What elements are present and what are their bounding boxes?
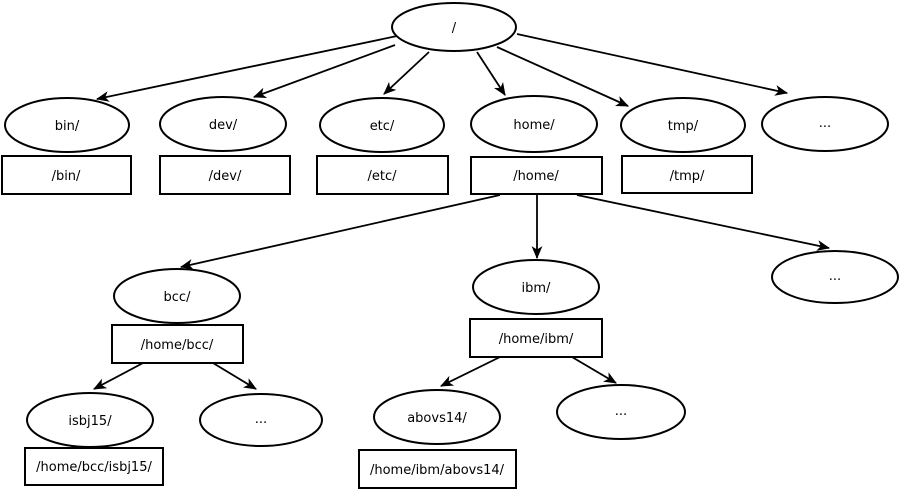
root-ellipsis-label: ... (819, 116, 831, 131)
home-ellipse (470, 95, 598, 153)
bcc-path-label: /home/bcc/ (141, 338, 214, 353)
pathbox-bin: /bin/ (1, 155, 132, 195)
node-root-ellipsis: ... (761, 96, 889, 152)
edge-root-tmp (496, 46, 629, 107)
etc-path-box (316, 155, 449, 195)
node-root: / (391, 2, 517, 52)
bin-path-box (1, 155, 132, 195)
bcc-ellipsis-label: ... (255, 412, 267, 427)
pathbox-home: /home/ (470, 156, 603, 195)
ibm-path-box (469, 318, 603, 358)
edge-bcc-isbj15 (93, 362, 144, 390)
pathbox-isbj15: /home/bcc/isbj15/ (24, 447, 164, 486)
node-home: home/ (470, 95, 598, 153)
node-etc: etc/ (319, 97, 445, 153)
dev-path-box (159, 155, 291, 195)
bin-label: bin/ (55, 119, 80, 134)
tmp-path-box (621, 155, 753, 194)
node-abovs14: abovs14/ (373, 389, 501, 445)
abovs14-path-label: /home/ibm/abovs14/ (370, 463, 505, 478)
home-label: home/ (513, 118, 555, 133)
dev-path-label: /dev/ (209, 169, 242, 184)
node-isbj15: isbj15/ (26, 392, 154, 448)
dev-ellipse (159, 96, 287, 152)
bcc-path-box (111, 324, 244, 364)
pathbox-tmp: /tmp/ (621, 155, 753, 194)
isbj15-path-box (24, 447, 164, 486)
edge-root-bin (95, 35, 398, 102)
edge-bcc-ellipsis (212, 362, 257, 390)
edges (93, 33, 831, 390)
edge-root-etc (383, 51, 430, 95)
node-bcc-ellipsis: ... (199, 393, 323, 447)
ibm-ellipsis-label: ... (615, 404, 627, 419)
isbj15-path-label: /home/bcc/isbj15/ (36, 460, 152, 475)
pathbox-abovs14: /home/ibm/abovs14/ (358, 449, 517, 489)
root-ellipsis-ellipse (761, 96, 889, 152)
pathbox-ibm: /home/ibm/ (469, 318, 603, 358)
root-label: / (452, 21, 457, 36)
bcc-label: bcc/ (164, 290, 192, 305)
pathbox-dev: /dev/ (159, 155, 291, 195)
edge-home-bcc (179, 194, 501, 270)
abovs14-path-box (358, 449, 517, 489)
edge-root-dev (252, 44, 396, 98)
isbj15-label: isbj15/ (68, 414, 112, 429)
ibm-ellipsis-ellipse (556, 384, 686, 440)
edge-root-home (476, 51, 506, 96)
node-home-ellipsis: ... (771, 250, 899, 304)
node-tmp: tmp/ (620, 97, 746, 153)
node-bin: bin/ (4, 97, 130, 153)
etc-label: etc/ (370, 119, 395, 134)
root-ellipse (391, 2, 517, 52)
etc-path-label: /etc/ (367, 169, 397, 184)
tmp-ellipse (620, 97, 746, 153)
node-dev: dev/ (159, 96, 287, 152)
edge-root-ellipsis (516, 33, 789, 96)
bin-ellipse (4, 97, 130, 153)
bcc-ellipse (113, 268, 241, 324)
node-ibm: ibm/ (472, 259, 600, 315)
home-ellipsis-ellipse (771, 250, 899, 304)
edge-ibm-abovs14 (440, 356, 501, 387)
node-ibm-ellipsis: ... (556, 384, 686, 440)
bin-path-label: /bin/ (52, 169, 81, 184)
abovs14-label: abovs14/ (407, 411, 467, 426)
edge-ibm-ellipsis (571, 356, 617, 384)
tmp-label: tmp/ (668, 119, 699, 134)
etc-ellipse (319, 97, 445, 153)
node-bcc: bcc/ (113, 268, 241, 324)
ibm-label: ibm/ (522, 281, 552, 296)
abovs14-ellipse (373, 389, 501, 445)
ibm-path-label: /home/ibm/ (499, 332, 574, 347)
tmp-path-label: /tmp/ (670, 169, 705, 184)
pathbox-etc: /etc/ (316, 155, 449, 195)
home-ellipsis-label: ... (829, 269, 841, 284)
pathbox-bcc: /home/bcc/ (111, 324, 244, 364)
edge-home-ellipsis (576, 194, 831, 251)
home-path-box (470, 156, 603, 195)
dev-label: dev/ (209, 118, 238, 133)
bcc-ellipsis-ellipse (199, 393, 323, 447)
home-path-label: /home/ (513, 169, 559, 184)
ibm-ellipse (472, 259, 600, 315)
